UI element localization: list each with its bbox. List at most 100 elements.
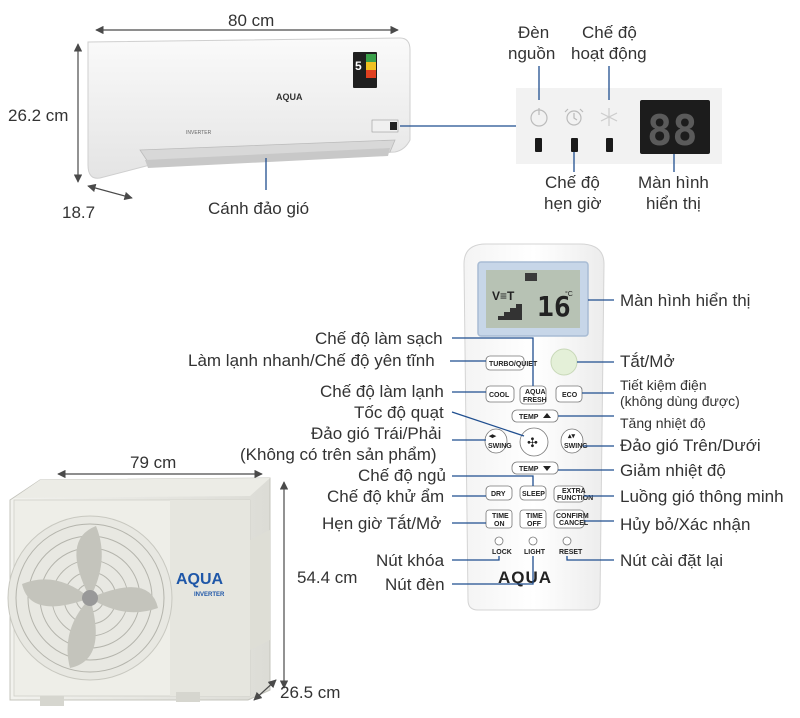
lock-callout <box>452 556 500 561</box>
on-label: ON <box>494 521 505 528</box>
time-on-label: TIME <box>492 513 509 520</box>
swing-ud-label: Đảo gió Trên/Dưới <box>620 436 761 455</box>
fan-speed-callout <box>451 411 525 437</box>
swing-ud-button-text: SWING <box>564 443 588 450</box>
power-light-label-2: nguồn <box>508 44 555 63</box>
timer-label: Hẹn giờ Tắt/Mở <box>322 514 441 533</box>
svg-text:V≡T: V≡T <box>492 289 515 303</box>
lock-button-text: LOCK <box>492 549 512 556</box>
power-button[interactable] <box>550 348 578 376</box>
screen-label-1: Màn hình <box>638 173 709 192</box>
off-label: OFF <box>527 521 542 528</box>
clean-mode-label: Chế độ làm sạch <box>315 329 443 348</box>
swing-lr-button[interactable] <box>484 428 508 454</box>
louver-label: Cánh đảo gió <box>208 199 309 218</box>
display-panel: 88 <box>516 88 722 164</box>
power-light <box>535 138 542 152</box>
dry-mode-label: Chế độ khử ẩm <box>327 487 444 506</box>
remote-control: V≡T 16 °C TURBO/QUIET COOL AQUA FRESH EC… <box>463 243 605 611</box>
swing-ud-button[interactable] <box>560 428 584 454</box>
light-button[interactable] <box>528 536 538 546</box>
swing-lr-label: Đảo gió Trái/Phải <box>311 424 441 443</box>
extra-function-button[interactable] <box>553 485 585 503</box>
eco-note: (không dùng được) <box>620 393 740 409</box>
cool-button-text: COOL <box>489 392 510 399</box>
eco-label: Tiết kiệm điện <box>620 377 707 393</box>
sleep-mode-callout <box>452 475 534 486</box>
indoor-inverter-badge: INVERTER <box>186 130 212 136</box>
function-button-text: FUNCTION <box>557 495 593 502</box>
cancel-confirm-label: Hủy bỏ/Xác nhận <box>620 515 750 534</box>
power-label: Tắt/Mở <box>620 352 675 371</box>
dry-button-text: DRY <box>491 491 506 498</box>
turbo-quiet-button-text: TURBO/QUIET <box>489 361 538 368</box>
outdoor-height-label: 54.4 cm <box>297 568 357 587</box>
time-on-button[interactable] <box>485 509 513 529</box>
lock-button[interactable] <box>494 536 504 546</box>
timer-clock-icon <box>566 110 582 126</box>
mode-light-label-1: Chế độ <box>582 23 637 42</box>
time-off-label: TIME <box>526 513 543 520</box>
clean-mode-callout <box>452 337 534 386</box>
indoor-unit: 5 AQUA INVERTER <box>87 37 411 179</box>
dry-button[interactable] <box>485 485 513 501</box>
light-label: Nút đèn <box>385 575 445 594</box>
fresh-button-text: FRESH <box>523 397 547 404</box>
reset-label: Nút cài đặt lại <box>620 551 723 570</box>
cancel-button-text: CANCEL <box>559 520 589 527</box>
reset-callout <box>566 556 614 561</box>
temp-up-label: Tăng nhiệt độ <box>620 415 706 431</box>
outdoor-unit: AQUA INVERTER <box>7 477 271 706</box>
fan-icon: ✣ <box>527 435 538 450</box>
swing-lr-arrows-icon: ◂▸ <box>488 433 497 440</box>
indoor-depth-label: 18.7 <box>62 203 95 222</box>
digit-screen <box>640 100 710 154</box>
power-light-label-1: Đèn <box>518 23 549 42</box>
indoor-depth-line <box>87 183 133 201</box>
triangle-down-icon <box>543 466 551 471</box>
screen-label-2: hiển thị <box>646 194 701 213</box>
sleep-button-text: SLEEP <box>522 491 545 498</box>
reset-button-text: RESET <box>559 549 583 556</box>
time-off-button[interactable] <box>519 509 547 529</box>
timer-light-label-1: Chế độ <box>545 173 600 192</box>
eco-button[interactable] <box>555 385 583 403</box>
temp-up-button-text: TEMP <box>519 414 539 421</box>
aqua-button-text: AQUA <box>525 389 546 396</box>
lcd-unit: °C <box>565 290 573 298</box>
fan-speed-label: Tốc độ quạt <box>354 403 444 422</box>
confirm-button-text: CONFIRM <box>556 513 589 520</box>
remote-brand-logo: AQUA <box>498 568 552 587</box>
cool-button[interactable] <box>485 385 515 403</box>
remote-screen-label: Màn hình hiển thị <box>620 291 750 310</box>
fan-blades <box>22 526 158 668</box>
turbo-quiet-button[interactable] <box>485 355 525 371</box>
lock-label: Nút khóa <box>376 551 445 570</box>
digit-screen-text: 88 <box>647 106 698 155</box>
sleep-mode-label: Chế độ ngủ <box>358 466 446 485</box>
temp-down-label: Giảm nhiệt độ <box>620 461 726 480</box>
timer-light <box>571 138 578 152</box>
light-button-text: LIGHT <box>524 549 546 556</box>
fan-speed-button[interactable] <box>519 427 549 457</box>
eco-button-text: ECO <box>562 392 578 399</box>
swing-ud-arrows-icon: ▴▾ <box>567 433 576 440</box>
outdoor-depth-line <box>253 679 277 701</box>
indoor-brand-logo: AQUA <box>276 92 303 102</box>
temp-down-button[interactable] <box>511 461 559 475</box>
light-callout <box>452 556 534 585</box>
snowflake-icon <box>600 108 618 126</box>
lcd-temperature: 16 <box>537 290 571 323</box>
mode-light-label-2: hoạt động <box>571 44 647 63</box>
confirm-cancel-button[interactable] <box>553 509 585 529</box>
swing-lr-note: (Không có trên sản phẩm) <box>240 445 437 464</box>
temp-down-button-text: TEMP <box>519 466 539 473</box>
energy-stars: 5 <box>355 59 362 73</box>
indoor-height-label: 26.2 cm <box>8 106 68 125</box>
triangle-up-icon <box>543 413 551 418</box>
swing-lr-button-text: SWING <box>488 443 512 450</box>
quick-quiet-label: Làm lạnh nhanh/Chế độ yên tĩnh <box>188 351 435 370</box>
reset-button[interactable] <box>562 536 572 546</box>
timer-light-label-2: hẹn giờ <box>544 194 601 213</box>
